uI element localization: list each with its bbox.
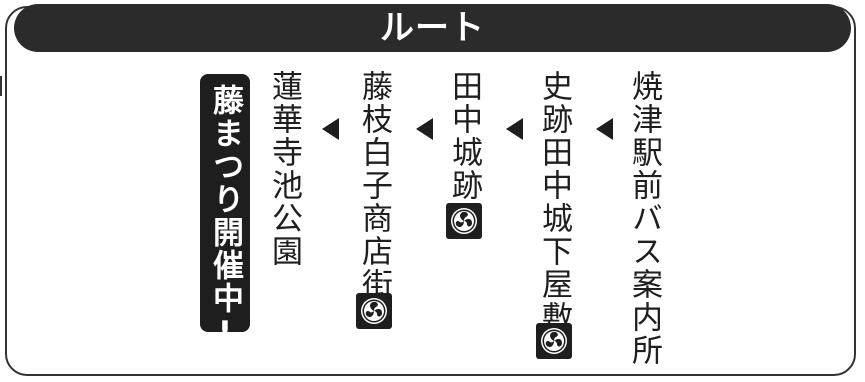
stop-tanakajo-shimoyashiki: 史跡田中城下屋敷 xyxy=(536,70,572,334)
triangle-left-icon xyxy=(596,118,613,140)
triangle-left-icon xyxy=(416,118,433,140)
mitsudomoe-crest-icon xyxy=(446,203,482,239)
stop-fujieda-shirako-shotengai: 藤枝白子商店街 xyxy=(356,70,392,301)
triangle-left-icon xyxy=(506,118,523,140)
panel-edge-mark xyxy=(0,76,7,96)
festival-badge-label: 藤まつり開催中! xyxy=(207,84,243,353)
page-title: ルート xyxy=(380,8,485,48)
route-panel xyxy=(5,6,856,376)
festival-badge: 藤まつり開催中! xyxy=(200,74,250,353)
mitsudomoe-crest-icon xyxy=(356,293,392,329)
mitsudomoe-crest-icon xyxy=(536,323,572,359)
triangle-left-icon xyxy=(322,118,339,140)
stop-rengejiike-park: 蓮華寺池公園 xyxy=(266,70,302,268)
stop-tanakajo-ruins: 田中城跡 xyxy=(446,70,482,202)
header-bar: ルート xyxy=(14,4,851,52)
stop-yaizu-bus-office: 焼津駅前バス案内所 xyxy=(626,70,662,367)
